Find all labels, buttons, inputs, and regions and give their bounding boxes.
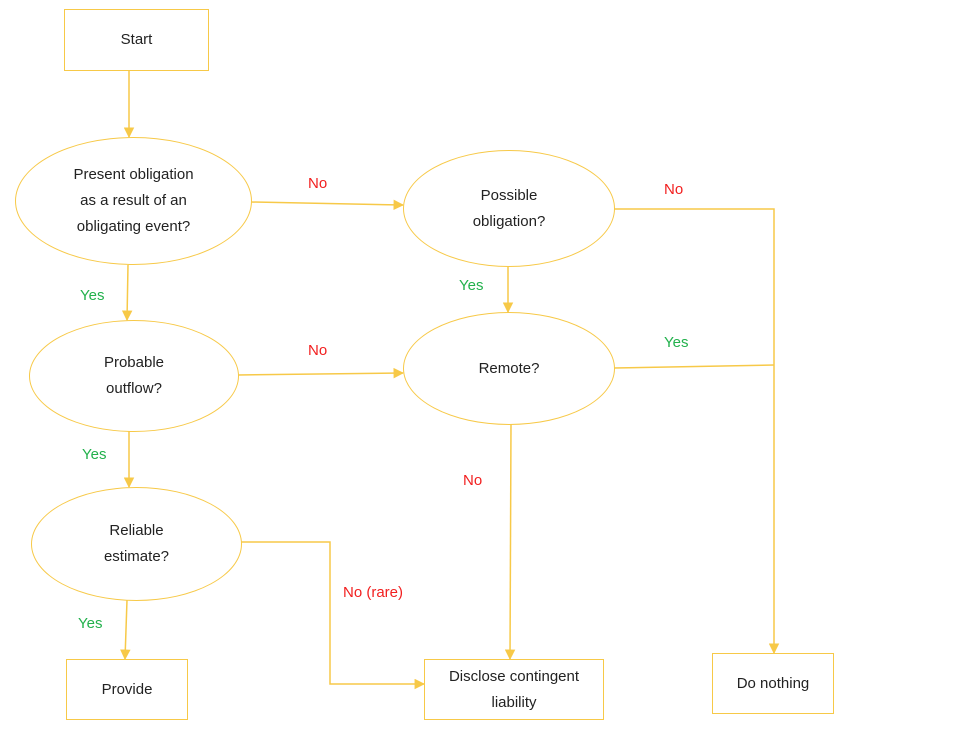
present-obligation-label: Present obligation as a result of an obl…: [73, 166, 194, 235]
connector-possible-to-do-nothing: [614, 208, 780, 655]
present-no-label: No: [308, 175, 328, 192]
probable-yes-label: Yes: [82, 446, 107, 463]
connector-present-to-possible: [250, 199, 405, 211]
reliable-no-label: No (rare): [343, 584, 404, 601]
start-box: Start: [64, 9, 209, 71]
connector-probable-to-remote: [237, 367, 405, 379]
present-yes-label: Yes: [80, 287, 105, 304]
connector-reliable-to-provide: [120, 599, 131, 661]
disclose-contingent-liability-box: Disclose contingent liability: [424, 659, 604, 720]
remote-label: Remote?: [478, 359, 540, 377]
reliable-yes-label: Yes: [78, 615, 103, 632]
connector-remote-to-disclose: [504, 423, 516, 661]
reliable-estimate-decision: Reliable estimate?: [31, 487, 242, 601]
probable-no-label: No: [308, 342, 328, 359]
do-nothing-box: Do nothing: [712, 653, 834, 714]
probable-outflow-decision: Probable outflow?: [29, 320, 239, 432]
provide-label: Provide: [101, 680, 153, 698]
provide-box: Provide: [66, 659, 188, 720]
possible-no-label: No: [664, 181, 684, 198]
possible-obligation-label: Possible obligation?: [472, 186, 546, 230]
connector-present-to-probable: [121, 264, 133, 322]
probable-outflow-label: Probable outflow?: [103, 354, 165, 397]
connector-reliable-to-disclose: [241, 541, 426, 690]
disclose-contingent-liability-label: Disclose contingent liability: [448, 667, 580, 711]
start-label: Start: [120, 31, 153, 48]
possible-obligation-decision: Possible obligation?: [403, 150, 615, 267]
remote-no-label: No: [463, 472, 483, 489]
present-obligation-decision: Present obligation as a result of an obl…: [15, 137, 252, 265]
possible-yes-label: Yes: [459, 277, 484, 294]
do-nothing-label: Do nothing: [736, 674, 810, 692]
connector-remote-to-do-nothing: [613, 364, 775, 369]
reliable-estimate-label: Reliable estimate?: [103, 522, 170, 565]
remote-yes-label: Yes: [664, 334, 689, 351]
remote-decision: Remote?: [403, 312, 615, 425]
